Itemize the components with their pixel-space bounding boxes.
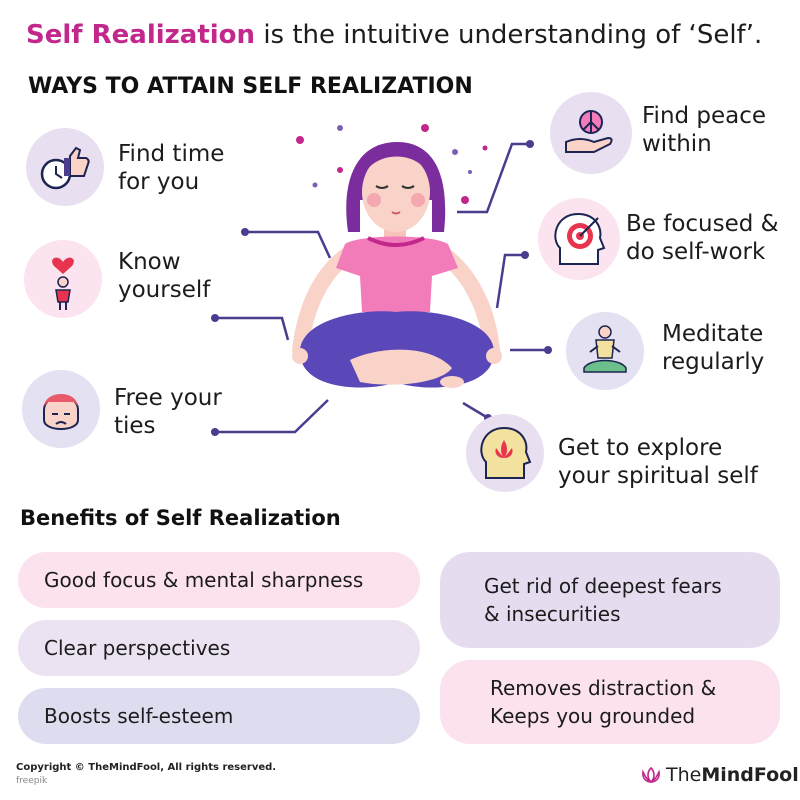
benefit-pill: Get rid of deepest fears & insecurities <box>440 552 780 648</box>
credit-text: freepik <box>16 776 48 786</box>
brand-name-bold: MindFool <box>701 764 799 786</box>
way-label-line: regularly <box>662 349 765 375</box>
peace-hand-icon <box>565 110 613 153</box>
lotus-logo-icon <box>642 766 660 784</box>
ways-title: WAYS TO ATTAIN SELF REALIZATION <box>28 74 473 99</box>
way-label-line: Get to explore <box>558 435 723 461</box>
way-label-line: Meditate <box>662 321 764 347</box>
explore-spiritual-circle <box>466 414 544 492</box>
benefit-label: & insecurities <box>484 602 621 626</box>
way-label-line: within <box>642 131 712 157</box>
headline-highlight: Self Realization <box>26 20 256 50</box>
find-peace-circle <box>550 92 632 174</box>
meditating-person-icon <box>583 325 627 373</box>
benefit-pill: Removes distraction & Keeps you grounded <box>440 660 780 744</box>
way-label-line: Find time <box>118 141 225 167</box>
way-free-ties: Free your ties <box>114 384 222 440</box>
way-label-line: Be focused & <box>626 211 779 237</box>
way-meditate: Meditate regularly <box>662 320 764 376</box>
way-find-peace: Find peace within <box>642 102 766 158</box>
person-heart-icon <box>52 257 74 310</box>
benefit-label: Boosts self-esteem <box>44 704 234 728</box>
benefit-label: Keeps you grounded <box>490 704 696 728</box>
way-label-line: your spiritual self <box>558 463 758 489</box>
page-headline: Self Realization is the intuitive unders… <box>26 18 762 52</box>
stressed-head-icon <box>43 394 79 430</box>
benefit-label: Good focus & mental sharpness <box>44 568 364 592</box>
way-explore-spiritual: Get to explore your spiritual self <box>558 434 758 490</box>
clock-thumbs-up-icon <box>40 146 90 190</box>
find-time-circle <box>26 128 104 206</box>
way-label-line: yourself <box>118 277 211 303</box>
copyright-text: Copyright © TheMindFool, All rights rese… <box>16 762 277 773</box>
brand-name: TheMindFool <box>666 764 799 786</box>
way-label-line: for you <box>118 169 200 195</box>
meditating-woman-illustration <box>292 142 502 388</box>
headline-text: is the intuitive understanding of ‘Self’… <box>255 20 763 50</box>
way-label-line: Free your <box>114 385 222 411</box>
benefit-label: Removes distraction & <box>490 676 717 700</box>
way-label-line: ties <box>114 413 156 439</box>
sparkle-dots <box>296 124 488 204</box>
benefits-title: Benefits of Self Realization <box>20 506 341 530</box>
benefit-pill: Good focus & mental sharpness <box>18 552 420 608</box>
way-label-line: Find peace <box>642 103 767 129</box>
brand-logo: TheMindFool <box>640 764 799 786</box>
brand-name-light: The <box>666 764 702 786</box>
free-ties-circle <box>22 370 100 448</box>
way-know-yourself: Know yourself <box>118 248 210 304</box>
know-yourself-circle <box>24 240 102 318</box>
benefit-pill: Clear perspectives <box>18 620 420 676</box>
way-label-line: Know <box>118 249 181 275</box>
be-focused-circle <box>538 198 620 280</box>
connector-paths <box>215 142 548 434</box>
way-find-time: Find time for you <box>118 140 224 196</box>
lotus-head-icon <box>480 426 532 479</box>
way-be-focused: Be focused & do self-work <box>626 210 779 266</box>
target-head-icon <box>554 212 606 265</box>
way-label-line: do self-work <box>626 239 766 265</box>
meditate-circle <box>566 312 644 390</box>
benefit-label: Get rid of deepest fears <box>484 574 722 598</box>
benefit-pill: Boosts self-esteem <box>18 688 420 744</box>
benefit-label: Clear perspectives <box>44 636 231 660</box>
